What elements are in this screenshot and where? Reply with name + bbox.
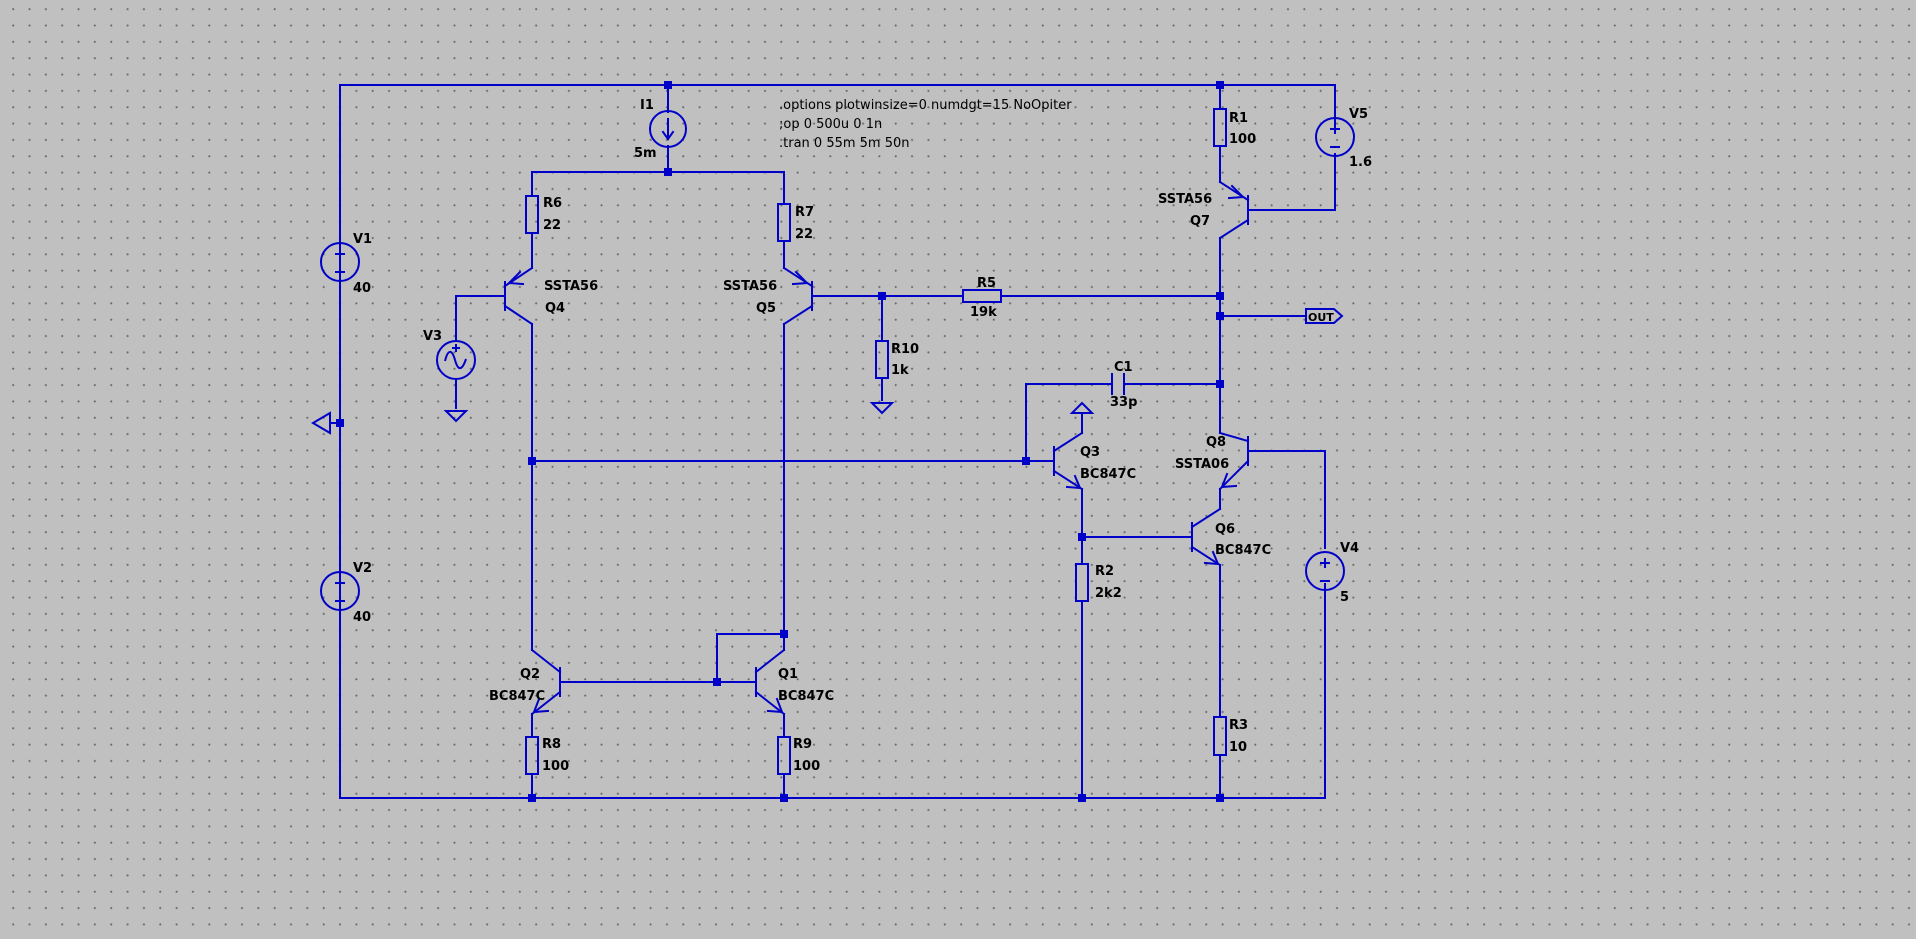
q6-name: Q6 <box>1215 522 1235 537</box>
ground-symbol-left <box>311 411 331 435</box>
q2-name: Q2 <box>520 667 540 682</box>
sine-source-v3[interactable] <box>436 340 476 380</box>
q4-name: Q4 <box>545 301 565 316</box>
r3-value: 10 <box>1229 740 1247 755</box>
r6-name: R6 <box>543 196 562 211</box>
r3-name: R3 <box>1229 718 1248 733</box>
r2-name: R2 <box>1095 564 1114 579</box>
out-net-label[interactable]: OUT <box>1305 308 1344 324</box>
r8-value: 100 <box>542 759 569 774</box>
v2-name: V2 <box>353 561 372 576</box>
spice-directives[interactable]: .options plotwinsize=0 numdgt=15 NoOpite… <box>779 98 1072 151</box>
voltage-source-v4[interactable] <box>1305 551 1345 591</box>
q2-model: BC847C <box>489 689 545 704</box>
v3-name: V3 <box>423 329 442 344</box>
c1-name: C1 <box>1114 360 1133 375</box>
q7-model: SSTA56 <box>1158 192 1212 207</box>
component-labels: I1 5m R6 22 R7 22 R1 100 V5 1.6 V1 40 V2… <box>353 98 1372 774</box>
q8-name: Q8 <box>1206 435 1226 450</box>
directive-op[interactable]: ;op 0 500u 0 1n <box>779 117 882 132</box>
q6-model: BC847C <box>1215 543 1271 558</box>
resistor-r1[interactable] <box>1213 108 1227 147</box>
q8-model: SSTA06 <box>1175 457 1229 472</box>
v4-name: V4 <box>1340 541 1359 556</box>
c1-value: 33p <box>1110 395 1137 410</box>
directive-options[interactable]: .options plotwinsize=0 numdgt=15 NoOpite… <box>779 98 1072 113</box>
npn-transistor-q3[interactable] <box>1052 431 1084 491</box>
ground-symbol-r10 <box>869 402 895 415</box>
resistor-r5[interactable] <box>962 289 1002 303</box>
npn-transistor-q1[interactable] <box>754 648 786 716</box>
v1-name: V1 <box>353 232 372 247</box>
npn-transistor-q6[interactable] <box>1190 507 1222 567</box>
r8-name: R8 <box>542 737 561 752</box>
ground-symbol-v3 <box>443 410 469 423</box>
r7-name: R7 <box>795 205 814 220</box>
r1-name: R1 <box>1229 111 1248 126</box>
pnp-transistor-q7[interactable] <box>1218 180 1250 240</box>
current-source-i1[interactable] <box>649 110 687 148</box>
v5-name: V5 <box>1349 107 1368 122</box>
svg-text:OUT: OUT <box>1308 311 1334 324</box>
r5-name: R5 <box>977 276 996 291</box>
wires <box>329 84 1336 799</box>
r10-name: R10 <box>891 342 919 357</box>
r1-value: 100 <box>1229 132 1256 147</box>
pnp-transistor-q4[interactable] <box>503 266 534 326</box>
pnp-transistor-q5[interactable] <box>782 266 814 326</box>
q5-name: Q5 <box>756 301 776 316</box>
resistor-r8[interactable] <box>525 736 539 775</box>
resistor-r3[interactable] <box>1213 716 1227 756</box>
capacitor-c1[interactable] <box>1111 373 1125 395</box>
ground-symbol-q3 <box>1069 401 1095 414</box>
v2-value: 40 <box>353 610 371 625</box>
resistor-r6[interactable] <box>525 195 539 234</box>
r9-name: R9 <box>793 737 812 752</box>
voltage-source-v5[interactable] <box>1315 117 1355 157</box>
resistor-r9[interactable] <box>777 736 791 775</box>
r10-value: 1k <box>891 363 909 378</box>
i1-value: 5m <box>634 146 657 161</box>
resistor-r7[interactable] <box>777 203 791 242</box>
r2-value: 2k2 <box>1095 586 1122 601</box>
q7-name: Q7 <box>1190 214 1210 229</box>
resistor-r10[interactable] <box>875 340 889 379</box>
voltage-source-v2[interactable] <box>320 571 360 611</box>
q3-name: Q3 <box>1080 445 1100 460</box>
junction-dots <box>336 81 1224 802</box>
q4-model: SSTA56 <box>544 279 598 294</box>
q3-model: BC847C <box>1080 467 1136 482</box>
q1-model: BC847C <box>778 689 834 704</box>
v1-value: 40 <box>353 281 371 296</box>
r5-value: 19k <box>970 305 997 320</box>
directive-tran[interactable]: .tran 0 55m 5m 50n <box>779 136 910 151</box>
q1-name: Q1 <box>778 667 798 682</box>
r9-value: 100 <box>793 759 820 774</box>
i1-name: I1 <box>640 98 654 113</box>
r6-value: 22 <box>543 218 561 233</box>
npn-transistor-q2[interactable] <box>530 648 562 716</box>
v5-value: 1.6 <box>1349 155 1372 170</box>
resistor-r2[interactable] <box>1075 563 1089 602</box>
npn-transistor-q8[interactable] <box>1218 431 1250 491</box>
q5-model: SSTA56 <box>723 279 777 294</box>
v4-value: 5 <box>1340 590 1349 605</box>
r7-value: 22 <box>795 227 813 242</box>
